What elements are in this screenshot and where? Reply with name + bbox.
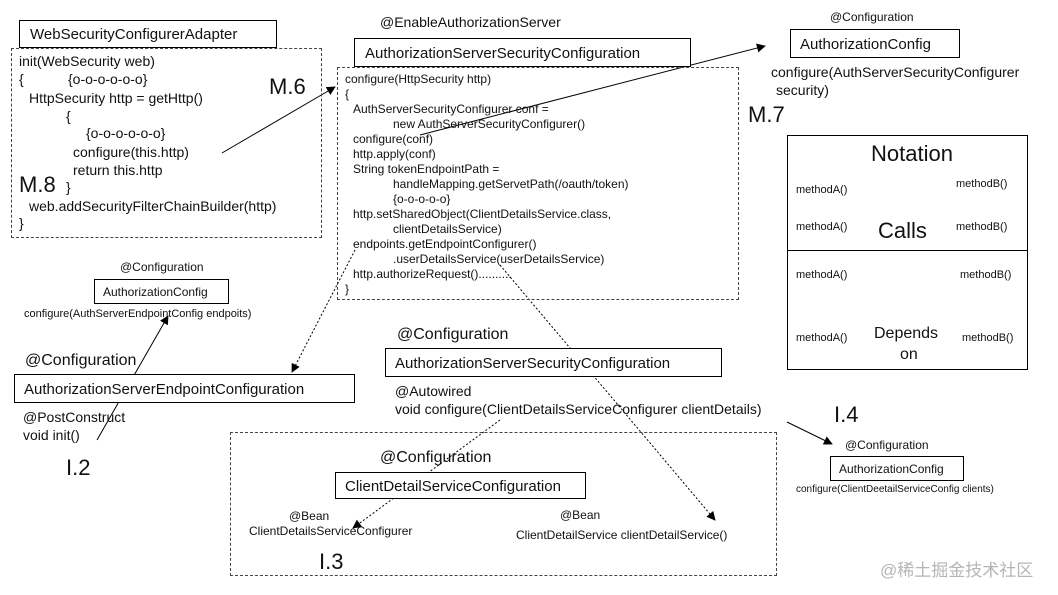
notation-call-method-a2: methodA() [796, 221, 848, 233]
websec-line: } [19, 215, 24, 231]
arrow-i4 [786, 421, 833, 445]
auth-server-line: {o-o-o-o-o} [393, 192, 451, 206]
auth-server-line: handleMapping.getServetPath(/oauth/token… [393, 177, 629, 191]
websec-title-box: WebSecurityConfigurerAdapter [19, 20, 277, 48]
security-config2-title-box: AuthorizationServerSecurityConfiguration [385, 348, 722, 377]
websec-line: configure(this.http) [73, 144, 189, 160]
client-detail-annotation: @Configuration [380, 449, 492, 466]
client-detail-bean2: ClientDetailService clientDetailService(… [516, 528, 728, 542]
notation-dep-method-b: methodB() [960, 269, 1012, 281]
auth-server-line: http.apply(conf) [353, 147, 436, 161]
auth-config-bottom-title: AuthorizationConfig [839, 462, 944, 476]
notation-depends: Depends [874, 325, 939, 342]
auth-server-line: endpoints.getEndpointConfigurer() [353, 237, 537, 251]
auth-config-top-title-box: AuthorizationConfig [790, 29, 960, 58]
websec-line: { [19, 71, 24, 87]
auth-config-mid-title-box: AuthorizationConfig [94, 279, 229, 304]
client-detail-title: ClientDetailServiceConfiguration [345, 478, 561, 495]
watermark: @稀土掘金技术社区 [880, 561, 1034, 580]
notation-dep-method-a2: methodA() [796, 332, 848, 344]
auth-config-mid-title: AuthorizationConfig [103, 285, 208, 299]
websec-line: { [66, 108, 71, 124]
endpoint-title-box: AuthorizationServerEndpointConfiguration [14, 374, 355, 403]
auth-config-top-annotation: @Configuration [830, 10, 914, 24]
security-config2-title: AuthorizationServerSecurityConfiguration [395, 355, 671, 372]
auth-config-top-title: AuthorizationConfig [800, 36, 931, 53]
websec-line: web.addSecurityFilterChainBuilder(http) [29, 198, 277, 214]
websec-line: } [66, 179, 71, 195]
notation-call-method-b: methodB() [956, 178, 1008, 190]
auth-config-mid-annotation: @Configuration [120, 260, 204, 274]
label-i3: I.3 [319, 549, 344, 574]
auth-server-line: .userDetailsService(userDetailsService) [393, 252, 605, 266]
notation-dep-method-b2: methodB() [962, 332, 1014, 344]
endpoint-init: void init() [23, 427, 80, 443]
client-detail-bean1: ClientDetailsServiceConfigurer [249, 524, 413, 538]
auth-server-line: http.authorizeRequest().......... [353, 267, 512, 281]
notation-calls: Calls [878, 218, 927, 243]
websec-line: HttpSecurity http = getHttp() [29, 90, 203, 106]
auth-server-line: configure(HttpSecurity http) [345, 72, 492, 86]
client-detail-bean1-annotation: @Bean [289, 509, 330, 523]
client-detail-body [230, 432, 777, 576]
endpoint-title: AuthorizationServerEndpointConfiguration [24, 381, 305, 398]
endpoint-postconstruct: @PostConstruct [23, 409, 126, 425]
label-i4: I.4 [834, 402, 859, 427]
auth-server-line: new AuthServerSecurityConfigurer() [393, 117, 586, 131]
auth-server-line: } [345, 282, 350, 296]
notation-box [787, 135, 1028, 370]
notation-title: Notation [871, 141, 953, 166]
auth-server-line: String tokenEndpointPath = [353, 162, 500, 176]
auth-server-line: http.setSharedObject(ClientDetailsServic… [353, 207, 612, 221]
client-detail-bean2-annotation: @Bean [560, 508, 601, 522]
websec-title: WebSecurityConfigurerAdapter [30, 26, 238, 43]
notation-depends-on: on [900, 346, 918, 363]
auth-config-bottom-annotation: @Configuration [845, 438, 929, 452]
notation-call-method-b2: methodB() [956, 221, 1008, 233]
endpoint-annotation: @Configuration [25, 352, 137, 369]
security-config2-annotation: @Configuration [397, 326, 509, 343]
label-m8: M.8 [19, 172, 56, 197]
notation-call-method-a: methodA() [796, 184, 848, 196]
auth-server-line: clientDetailsService) [393, 222, 502, 236]
websec-line: return this.http [73, 162, 163, 178]
auth-config-top-method-cont: security) [776, 82, 829, 98]
auth-server-line: AuthServerSecurityConfigurer conf = [353, 102, 549, 116]
security-config2-configure: void configure(ClientDetailsServiceConfi… [395, 401, 762, 417]
websec-line: init(WebSecurity web) [19, 53, 155, 69]
auth-server-body [337, 67, 739, 300]
auth-config-bottom-title-box: AuthorizationConfig [830, 456, 964, 481]
auth-server-title: AuthorizationServerSecurityConfiguration [365, 45, 641, 62]
auth-server-line: { [345, 87, 350, 101]
websec-line: {o-o-o-o-o-o} [68, 71, 148, 87]
websec-line: {o-o-o-o-o-o} [86, 125, 166, 141]
websec-body [11, 48, 322, 238]
client-detail-title-box: ClientDetailServiceConfiguration [335, 472, 586, 499]
auth-config-bottom-method: configure(ClientDeetailServiceConfig cli… [796, 484, 994, 495]
auth-server-line: configure(conf) [353, 132, 434, 146]
label-m7: M.7 [748, 102, 785, 127]
label-i2: I.2 [66, 455, 91, 480]
security-config2-autowired: @Autowired [395, 383, 472, 399]
notation-dep-method-a: methodA() [796, 269, 848, 281]
auth-config-mid-method: configure(AuthServerEndpointConfig endpo… [24, 308, 252, 320]
auth-server-title-box: AuthorizationServerSecurityConfiguration [354, 38, 691, 67]
auth-config-top-method: configure(AuthServerSecurityConfigurer [771, 64, 1020, 80]
label-m6: M.6 [269, 74, 306, 99]
enable-auth-server-annotation: @EnableAuthorizationServer [380, 14, 561, 30]
